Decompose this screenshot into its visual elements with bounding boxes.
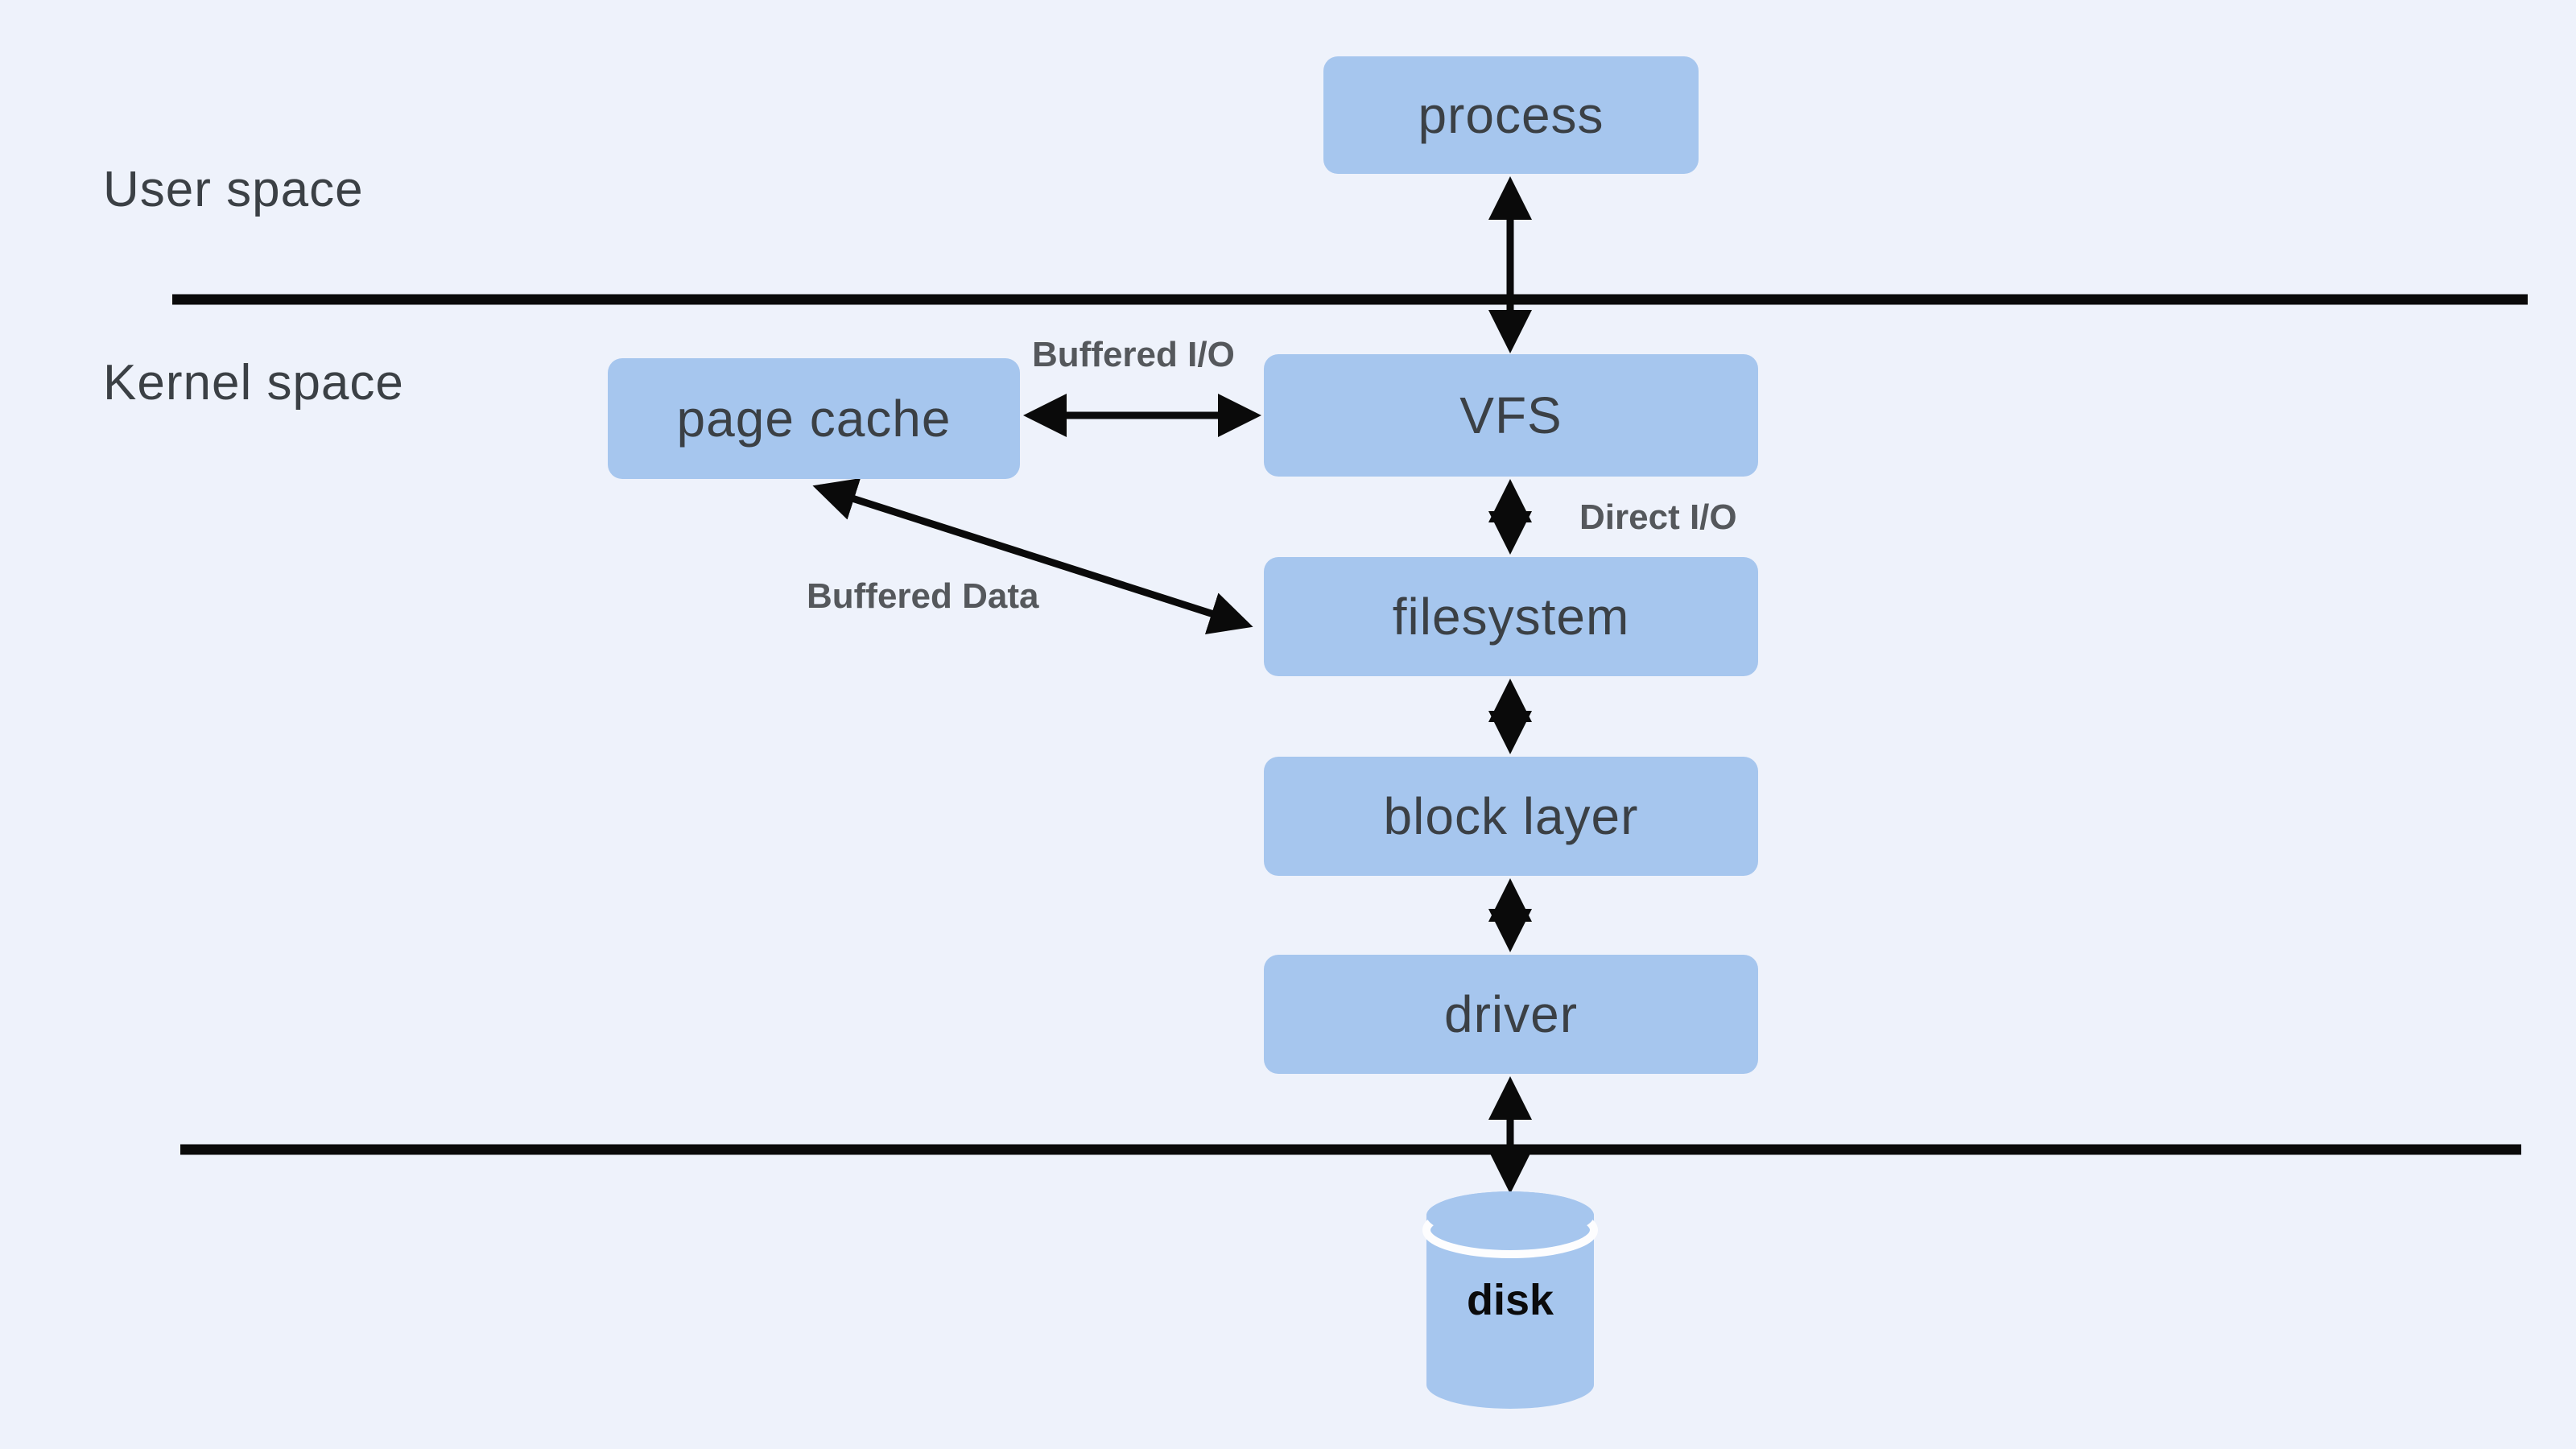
node-filesystem: filesystem: [1264, 557, 1758, 676]
node-disk-label: disk: [1466, 1276, 1554, 1324]
buffered-data-label: Buffered Data: [807, 576, 1039, 616]
arrow-pagecache-filesystem: [812, 478, 1253, 634]
node-process: process: [1323, 56, 1699, 174]
buffered-io-label: Buffered I/O: [1032, 335, 1235, 374]
kernel-space-label: Kernel space: [103, 355, 404, 411]
disk-cylinder: [1422, 1191, 1598, 1409]
user-space-label: User space: [103, 162, 364, 217]
direct-io-label: Direct I/O: [1579, 497, 1737, 537]
node-vfs: VFS: [1264, 354, 1758, 477]
node-block-layer: block layer: [1264, 757, 1758, 876]
node-driver: driver: [1264, 955, 1758, 1074]
node-page-cache: page cache: [608, 358, 1020, 479]
